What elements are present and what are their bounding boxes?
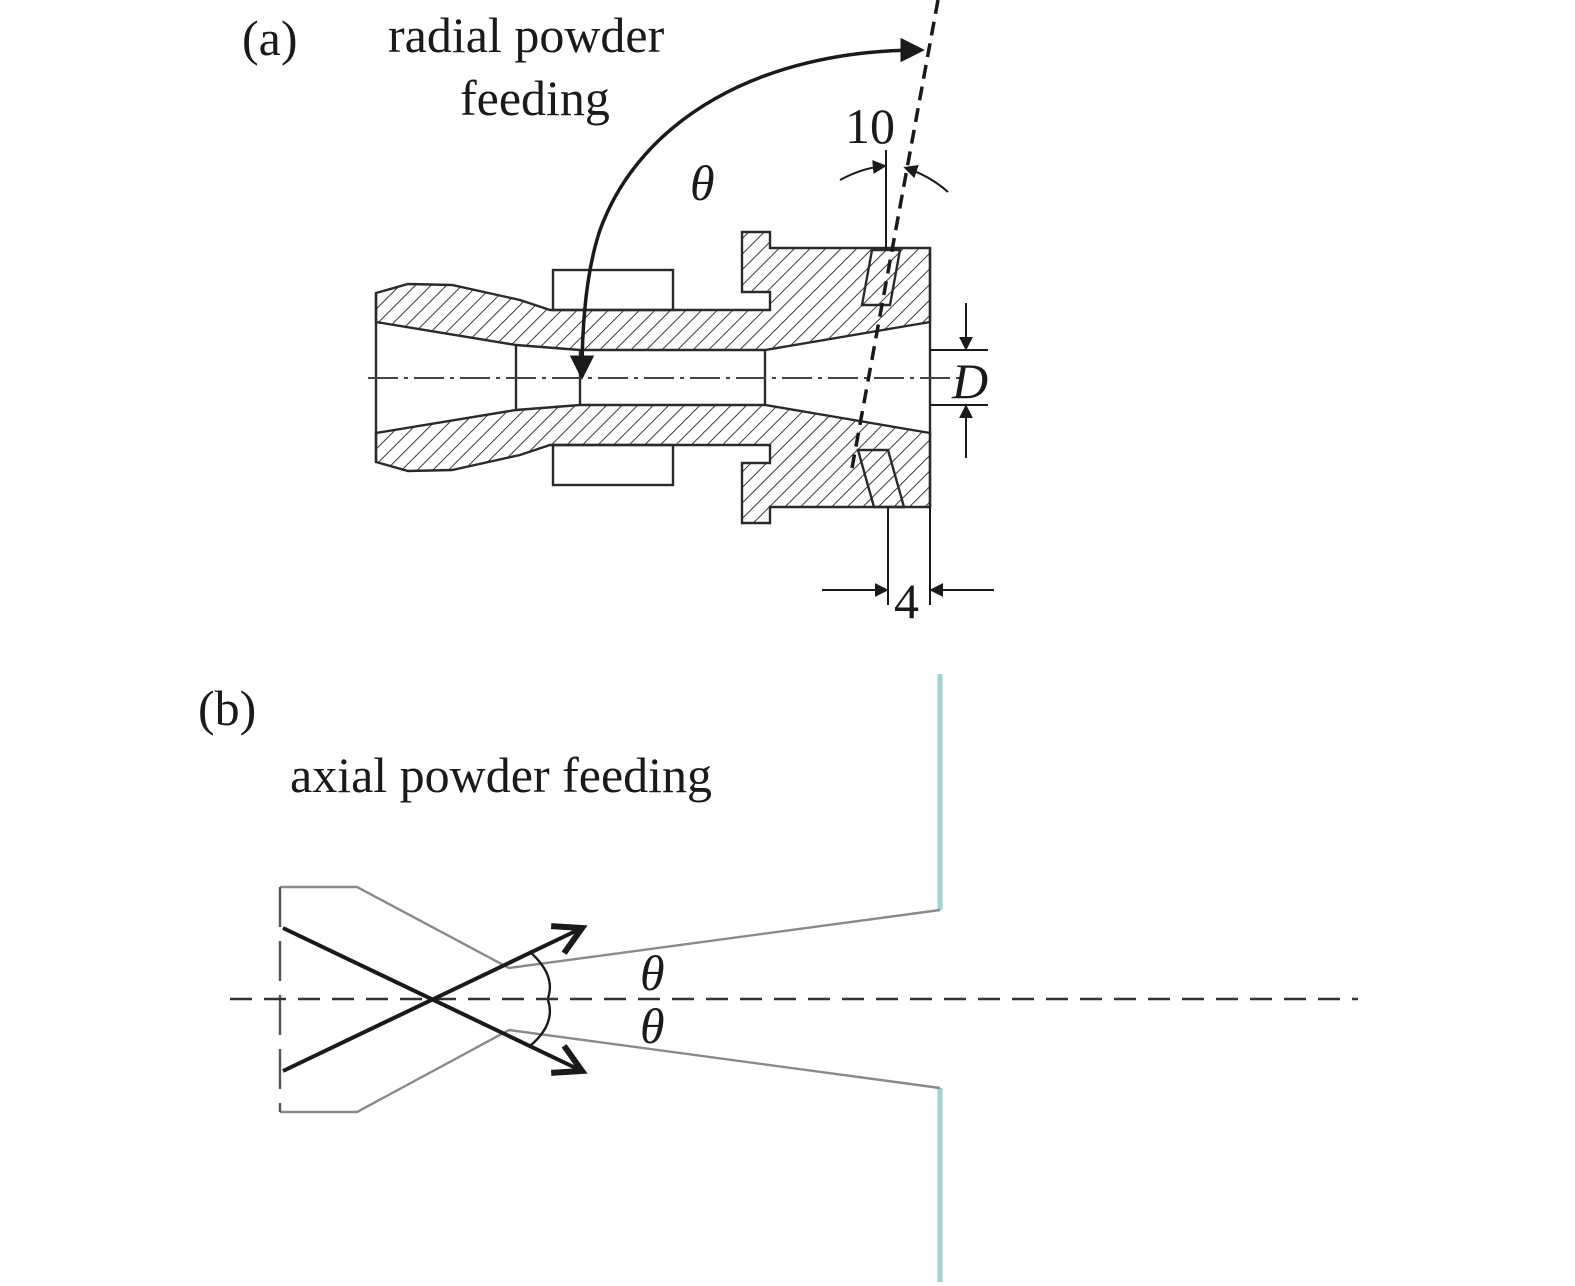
dim-angle-arrow-left [839,160,887,181]
nozzle-upper-wall [374,230,932,352]
panel-b-title: axial powder feeding [290,747,712,803]
dim-diameter-label: D [951,353,988,409]
nozzle-lower-wall [374,403,932,525]
powder-trajectory-up [282,928,582,1073]
theta-label-a: θ [690,155,715,211]
panel-b: (b) axial powder feeding θ θ [198,674,1358,1282]
injection-port-lower [856,448,906,509]
theta-label-lower: θ [640,998,665,1054]
panel-a-title-line1: radial powder [388,7,665,63]
injection-axis-line [850,0,940,469]
panel-a: (a) radial powder feeding θ [242,0,994,629]
collar-upper [551,268,675,312]
panel-a-title-line2: feeding [460,70,610,126]
theta-angle-arrow [569,37,925,380]
theta-arc-upper [529,951,552,999]
dim-angle-arrow-right [903,164,949,193]
panel-b-tag: (b) [198,680,256,736]
theta-label-upper: θ [640,945,665,1001]
dim-angle-label: 10 [845,98,895,154]
collar-lower [551,443,675,487]
dim-offset-label: 4 [894,573,919,629]
axial-nozzle-outline [280,885,941,1114]
theta-arc-lower [529,999,552,1047]
panel-a-tag: (a) [242,10,298,66]
